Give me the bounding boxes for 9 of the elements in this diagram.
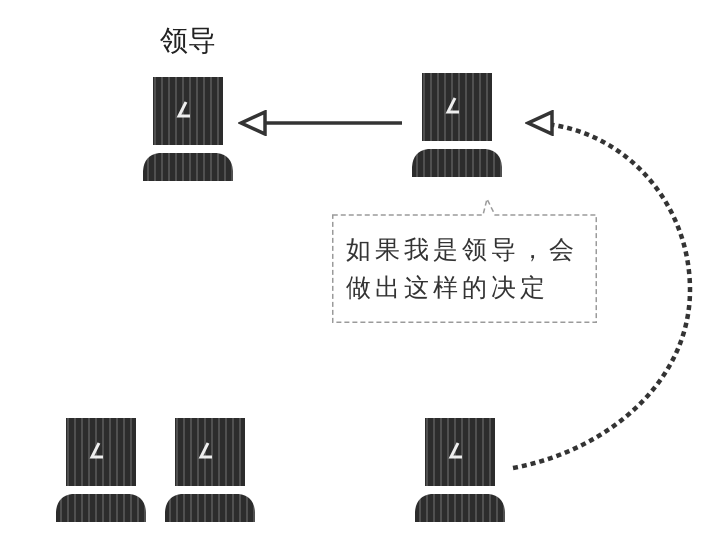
speech-bubble: [332, 198, 597, 323]
person-icon: [165, 418, 255, 522]
bubble-text: 如果我是领导，会做出这样的决定: [346, 234, 579, 304]
person-label: 领导: [160, 24, 216, 58]
arrow: [239, 110, 402, 136]
person-icon: [56, 418, 146, 522]
dotted-arrow: [512, 112, 692, 470]
person-icon: [412, 73, 502, 177]
person-icon: [415, 418, 505, 522]
